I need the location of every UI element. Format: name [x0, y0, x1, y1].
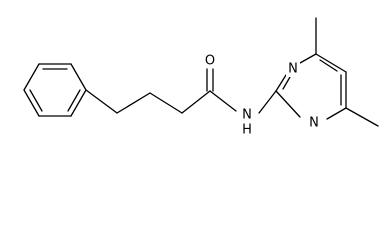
amide-c-n-bond: [209, 90, 237, 112]
chain-bond-2: [116, 92, 151, 114]
molecule-structure-diagram: O N H N N: [23, 17, 379, 138]
pyrimidine-bond-n1-c6: [299, 53, 317, 64]
amide-nitrogen-label: N: [242, 108, 252, 123]
chain-bond-1: [85, 89, 118, 114]
phenyl-bond-3: [70, 89, 87, 117]
phenyl-bond-6: [23, 63, 40, 91]
pyrimidine-ring: [275, 53, 347, 120]
phenyl-double-bond-right: [67, 89, 81, 112]
pyrimidine-double-bond-c6: [319, 59, 338, 72]
phenyl-double-bond-left: [29, 89, 43, 112]
carbonyl-group: [206, 68, 237, 112]
phenyl-bond-5: [23, 89, 40, 117]
methyl-bond-bottom: [345, 107, 379, 127]
phenyl-ring: [23, 63, 87, 117]
pyrimidine-bond-n3-c2: [275, 90, 301, 118]
n-to-pyrimidine-bond: [258, 90, 277, 114]
pyrimidine-nitrogen-bottom-label: N: [309, 116, 319, 131]
amide-hydrogen-label: H: [242, 123, 252, 138]
alkyl-chain: [85, 89, 211, 114]
oxygen-label: O: [205, 54, 215, 69]
pyrimidine-bond-c2-n1: [275, 74, 287, 92]
chain-bond-3: [149, 92, 183, 114]
atom-labels: O N H N N: [203, 53, 321, 138]
methyl-groups: [315, 17, 379, 127]
pyrimidine-nitrogen-top-label: N: [288, 62, 298, 77]
chain-bond-4: [181, 90, 211, 114]
pyrimidine-double-bond-n1: [282, 76, 291, 90]
pyrimidine-bond-c6-c5: [315, 53, 347, 73]
pyrimidine-bond-c4-n3: [326, 107, 347, 120]
phenyl-bond-2: [70, 63, 87, 91]
